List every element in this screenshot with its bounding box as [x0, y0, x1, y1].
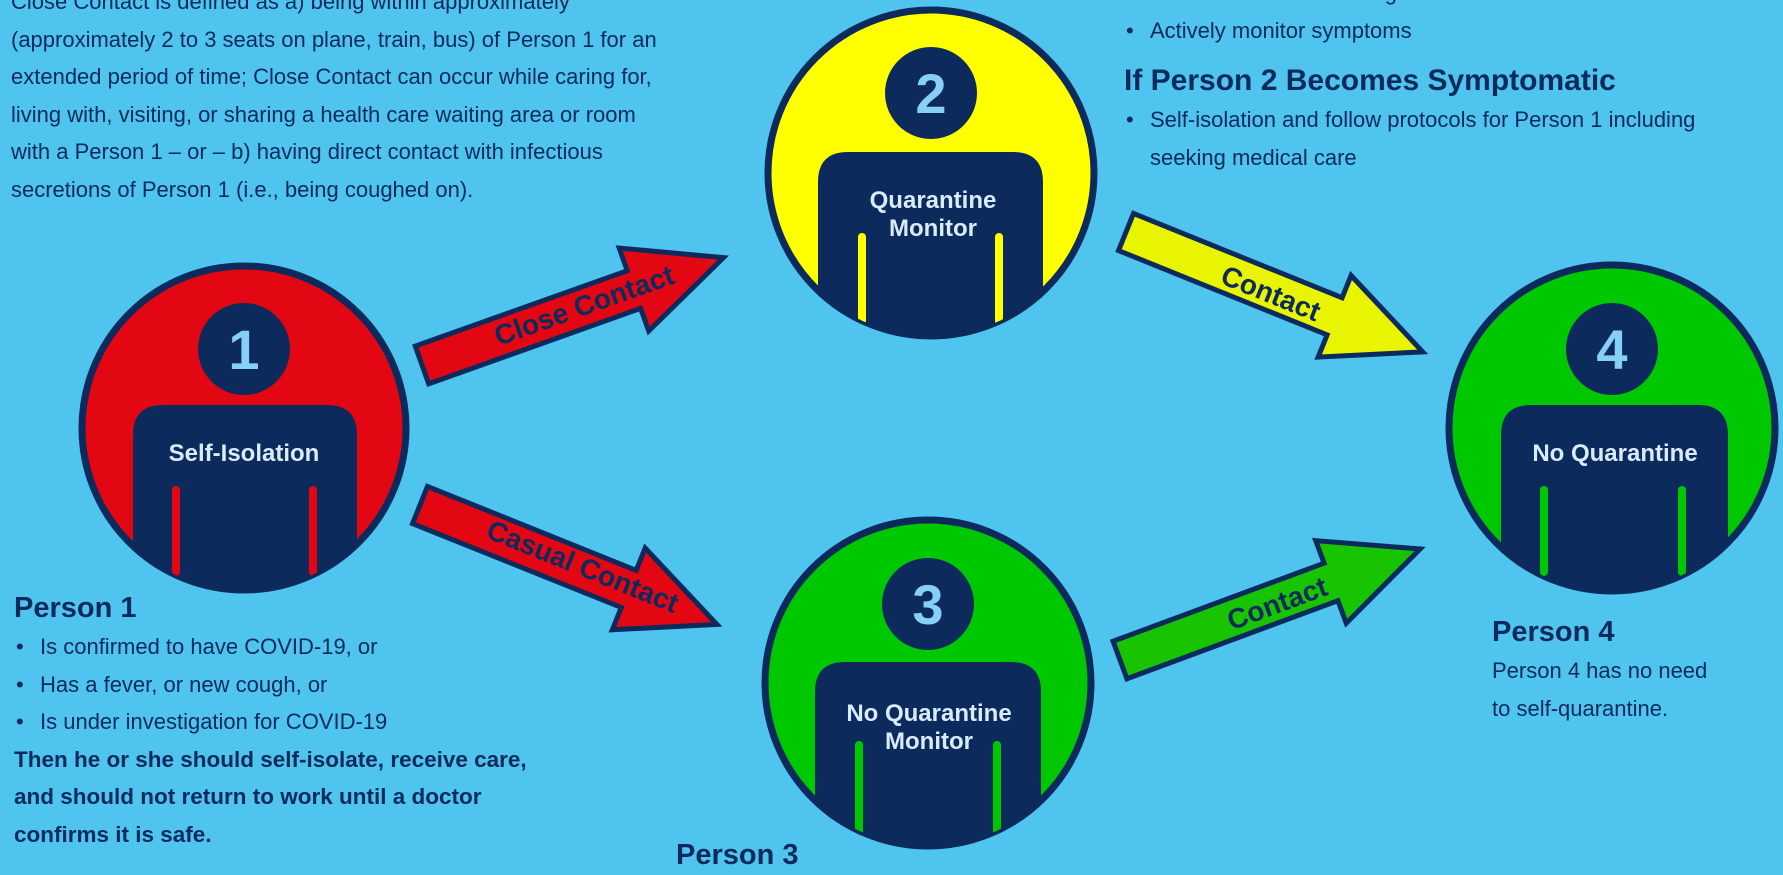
bullet-line: seeking medical care — [1150, 144, 1357, 170]
person-4-node: 4 No Quarantine — [1445, 261, 1779, 595]
bullet-item: Practice social distancing — [1124, 0, 1783, 12]
node-number: 4 — [1596, 318, 1627, 381]
definition-line: Close Contact is defined as a) being wit… — [11, 0, 570, 14]
node-number: 2 — [915, 62, 946, 125]
person1-bullet-list: Is confirmed to have COVID-19, or Has a … — [14, 628, 654, 741]
bullet-line: Self-isolation and follow protocols for … — [1150, 107, 1696, 132]
conclusion-line: and should not return to work until a do… — [14, 784, 482, 809]
person-2-node: 2 Quarantine Monitor — [764, 6, 1098, 340]
node-label: Self-Isolation — [169, 440, 320, 467]
close-contact-definition: Close Contact is defined as a) being wit… — [11, 0, 771, 208]
node-label: No Quarantine — [1532, 440, 1697, 467]
person3-heading: Person 3 — [676, 839, 799, 871]
person4-line: Person 4 has no need — [1492, 658, 1708, 683]
node-number: 1 — [228, 318, 259, 381]
person-figure-icon — [1501, 405, 1728, 591]
person-3-node: 3 No Quarantine Monitor — [761, 516, 1095, 850]
person1-conclusion: Then he or she should self-isolate, rece… — [14, 741, 654, 854]
node-label: Quarantine — [870, 187, 997, 214]
conclusion-line: Then he or she should self-isolate, rece… — [14, 746, 527, 772]
symptomatic-bullet-list: Self-isolation and follow protocols for … — [1124, 101, 1783, 176]
conclusion-line: confirms it is safe. — [14, 821, 212, 847]
person4-heading: Person 4 — [1492, 616, 1615, 648]
person-head-icon — [885, 47, 977, 139]
person-head-icon — [1566, 303, 1658, 395]
person4-line: to self-quarantine. — [1492, 695, 1669, 721]
arrow-close-contact: Close Contact — [412, 245, 730, 388]
person-head-icon — [198, 303, 290, 395]
definition-line: living with, visiting, or sharing a heal… — [11, 101, 636, 127]
symptomatic-heading: If Person 2 Becomes Symptomatic — [1124, 64, 1616, 97]
person-figure-icon — [133, 405, 357, 590]
definition-line: secretions of Person 1 (i.e., being coug… — [11, 176, 474, 202]
bullet-item: Has a fever, or new cough, or — [14, 666, 654, 704]
person4-description: Person 4 Person 4 has no need to self-qu… — [1492, 612, 1772, 727]
node-number: 3 — [912, 573, 943, 636]
node-label: Monitor — [889, 215, 977, 242]
arrow-contact-3-4: Contact — [1109, 537, 1426, 682]
person2-bullet-list: Practice social distancing Actively moni… — [1124, 0, 1783, 49]
person1-description: Person 1 Is confirmed to have COVID-19, … — [14, 588, 654, 853]
bullet-item: Is under investigation for COVID-19 — [14, 703, 654, 741]
bullet-item: Is confirmed to have COVID-19, or — [14, 628, 654, 666]
arrow-contact-2-4: Contact — [1115, 210, 1429, 360]
person-head-icon — [882, 558, 974, 650]
bullet-item: Self-isolation and follow protocols for … — [1124, 101, 1783, 176]
person2-guidance: Practice social distancing Actively moni… — [1124, 0, 1783, 176]
node-label: No Quarantine — [846, 700, 1011, 727]
person-1-node: 1 Self-Isolation — [78, 262, 410, 594]
contact-flow-diagram: Close Contact Casual Contact Contact Con… — [78, 6, 1779, 850]
person-figure-icon — [818, 152, 1043, 336]
node-label: Monitor — [885, 728, 973, 755]
bullet-item: Actively monitor symptoms — [1124, 12, 1783, 50]
person-figure-icon — [815, 662, 1041, 846]
person1-heading: Person 1 — [14, 592, 137, 624]
definition-line: extended period of time; Close Contact c… — [11, 64, 652, 89]
definition-line: with a Person 1 – or – b) having direct … — [11, 139, 603, 164]
definition-line: (approximately 2 to 3 seats on plane, tr… — [11, 26, 657, 52]
